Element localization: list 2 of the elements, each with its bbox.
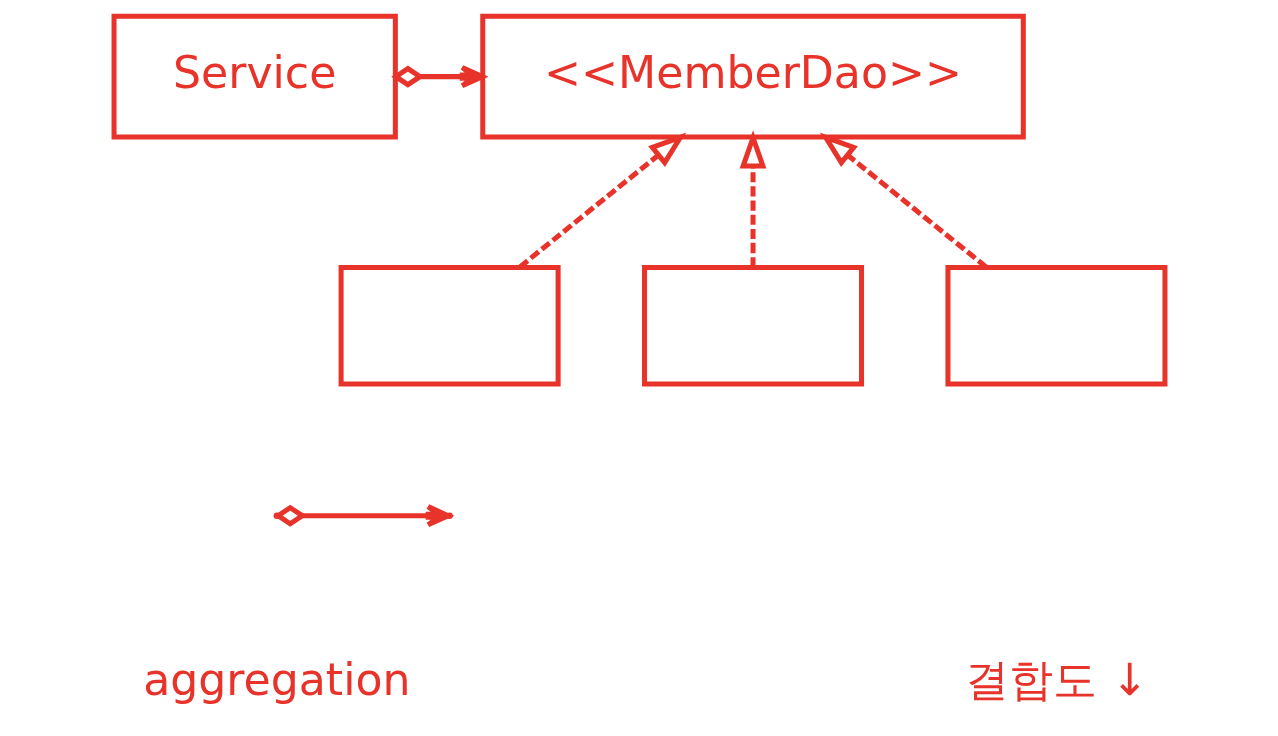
legend-label: aggregation [142, 653, 410, 705]
label: 결합도 ↓ [964, 653, 1148, 705]
